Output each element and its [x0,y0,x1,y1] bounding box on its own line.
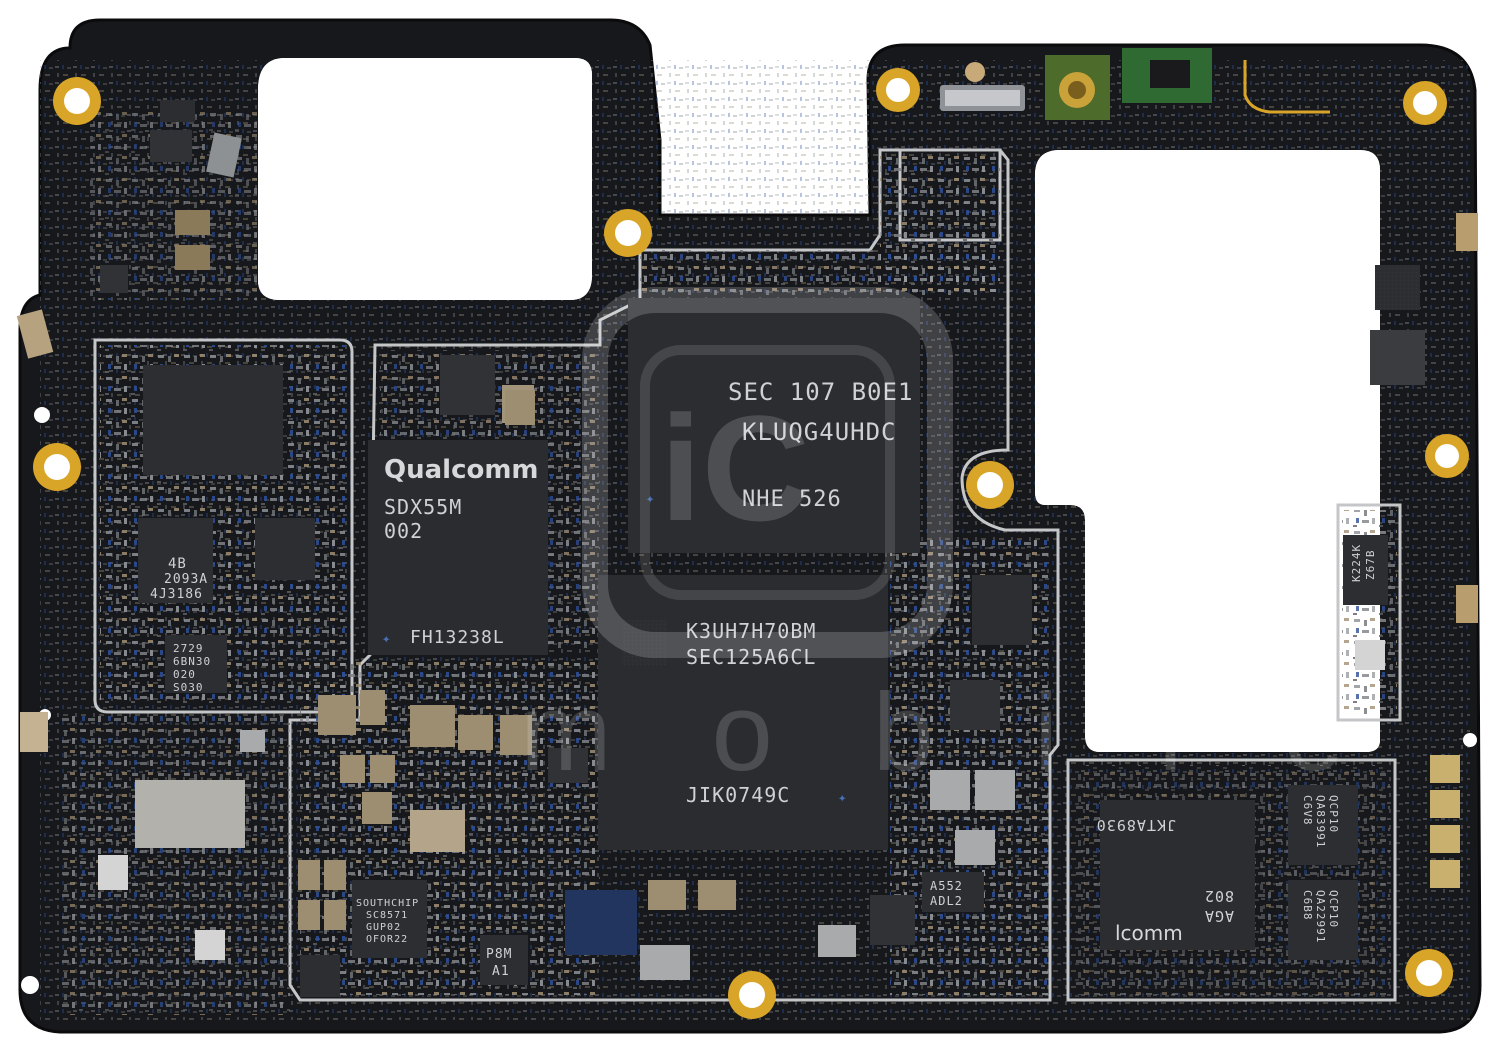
screw-hole-icon [876,68,920,112]
side-tabs [20,213,1478,888]
shield-can [135,780,245,848]
rf-top-label: JKTA8930 [1096,816,1176,834]
storage-line3: NHE 526 [742,487,842,512]
small-chip-a-line1: 4B [168,556,187,572]
screw-hole-icon [966,461,1014,509]
a552-line2: ADL2 [930,894,963,908]
ram-line2: SEC125A6CL [686,645,816,669]
storage-line1: SEC 107 B0E1 [728,378,913,406]
screw-hole-icon [728,971,776,1019]
rf-side2-line2: QA22991 [1314,890,1327,943]
rf-mid2-label: AGA [1204,907,1234,925]
qualcomm-modem-chip: Qualcomm SDX55M 002 FH13238L ✦ [368,440,548,655]
modem-rev: 002 [384,519,423,543]
svg-text:✦: ✦ [646,491,655,507]
a552-chip: A552 ADL2 [922,872,984,912]
screw-hole-icon [604,209,652,257]
rf-side1-line1: QCP10 [1327,795,1340,833]
capacitors [240,390,1015,980]
pmic-line1: SOUTHCHIP [356,898,419,909]
blue-component [565,890,637,955]
watermark-logo: iC [660,384,810,552]
k224-label: K224K [1350,544,1363,582]
small-chip-a-line2: 2093A [164,572,208,587]
modem-brand: Qualcomm [384,455,539,485]
modem-code: FH13238L [410,627,505,648]
watermark-text: mobile [520,671,1444,794]
pmic-line3: GUP02 [366,922,401,933]
rf-transceiver-chip: JKTA8930 802 AGA lcomm [1096,800,1255,950]
k224-chip: K224K Z67B [1343,535,1388,605]
ram-line1: K3UH7H70BM [686,619,816,643]
svg-text:✦: ✦ [838,790,847,806]
storage-line2: KLUQG4UHDC [742,418,897,446]
rf-side2-line3: C6B8 [1301,890,1314,921]
small-chip-b-line4: S030 [173,681,204,694]
ufs-storage-chip: SEC 107 B0E1 KLUQG4UHDC NHE 526 ✦ [628,298,920,553]
small-chip-a-line3: 4J3186 [150,587,203,602]
small-chip-a: 4B 2093A 4J3186 [138,518,213,603]
screw-hole-icon [1405,949,1453,997]
small-chip-b: 2729 6BN30 020 S030 [165,635,227,694]
p8m-line2: A1 [492,964,510,979]
screw-holes [21,68,1477,1019]
screw-hole-icon [1403,81,1447,125]
pmic-line4: OFOR22 [366,934,408,945]
rf-side1-line3: C6V8 [1301,795,1314,826]
screw-hole-icon [33,443,81,491]
rf-side2-line1: QCP10 [1327,890,1340,928]
modem-part: SDX55M [384,495,462,519]
a552-line1: A552 [930,879,963,893]
p8m-line1: P8M [486,947,512,962]
top-left-parts [16,100,242,359]
rf-mid-label: 802 [1204,887,1234,905]
southchip-pmic: SOUTHCHIP SC8571 GUP02 OFOR22 [352,880,427,958]
screw-hole-icon [53,77,101,125]
svg-text:✦: ✦ [382,631,391,647]
rf-side-chip-2: QCP10 QA22991 C6B8 [1288,880,1358,960]
ram-code: JIK0749C [686,783,790,807]
lpddr-ram-chip: K3UH7H70BM SEC125A6CL JIK0749C ✦ [598,575,888,850]
p8m-chip: P8M A1 [480,935,528,985]
k224-sub: Z67B [1364,550,1377,581]
watermark: iC mobile [520,287,1444,794]
rf-brand-label: lcomm [1115,921,1183,945]
bga-chip-icon [143,365,283,475]
small-chip-b-line3: 020 [173,668,196,681]
rf-connector-icon [1045,55,1110,120]
top-connectors [940,48,1330,120]
small-chip-b-line1: 2729 [173,642,204,655]
small-chip-b-line2: 6BN30 [173,655,211,668]
rf-side1-line2: QA83991 [1314,795,1327,848]
rf-side-chip-1: QCP10 QA83991 C6V8 [1288,785,1358,865]
pmic-line2: SC8571 [366,910,408,921]
screw-hole-icon [1425,434,1469,478]
